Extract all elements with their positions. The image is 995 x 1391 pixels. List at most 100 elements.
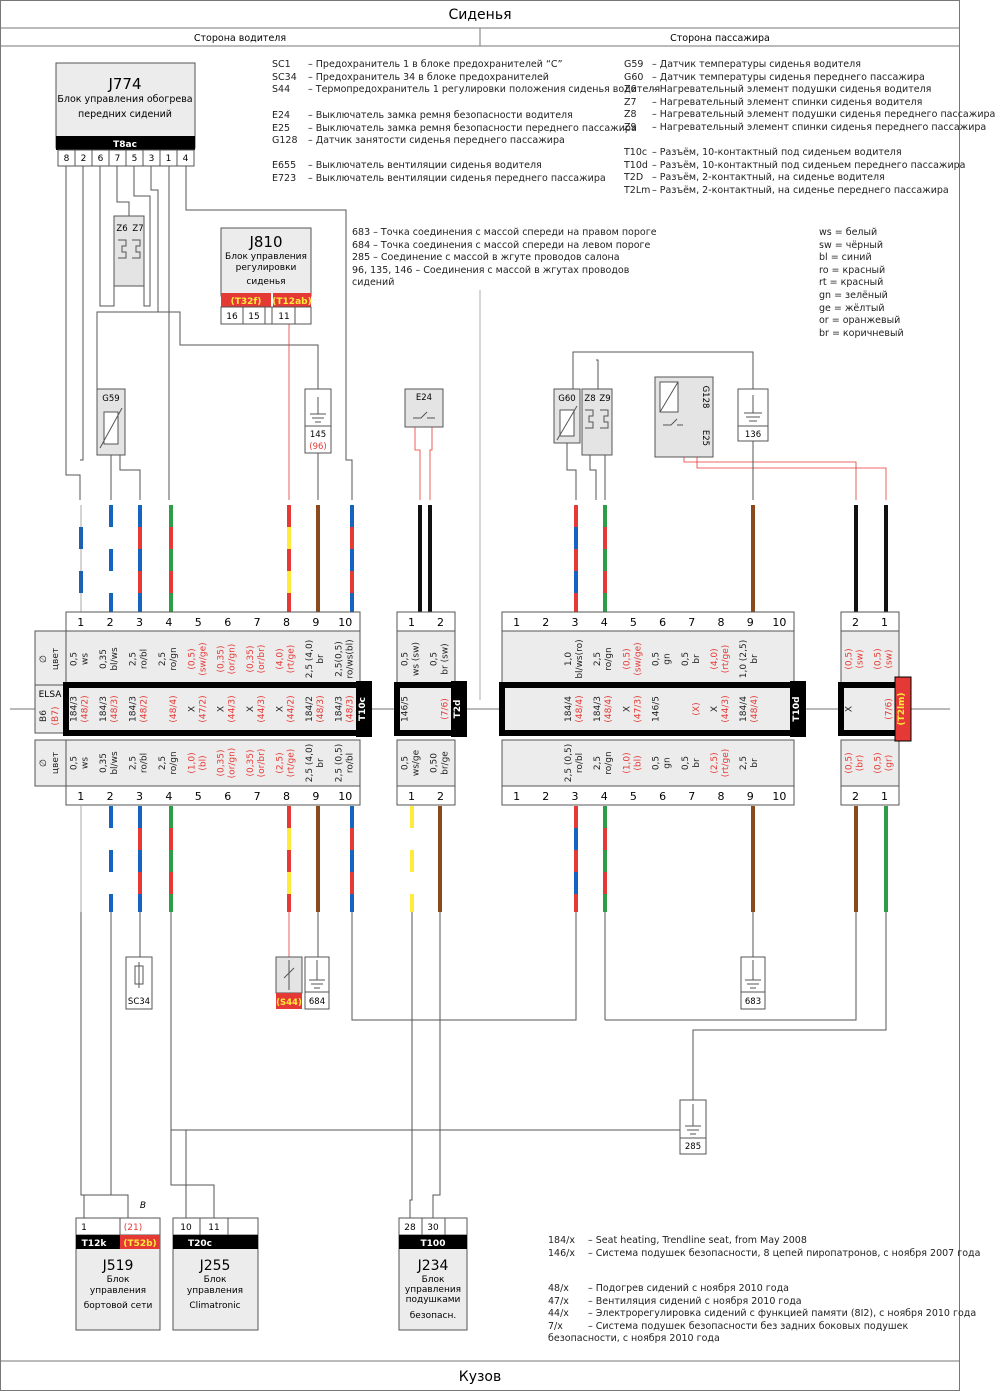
j774-pin-label: 4	[183, 154, 189, 164]
conn-top-cells	[65, 630, 361, 686]
wire-path	[414, 427, 421, 500]
wire-path	[80, 166, 84, 461]
conn-rot-text: 0,5	[681, 652, 691, 666]
wire-path	[692, 912, 887, 1100]
conn-rot-text: ro/gn	[604, 751, 614, 774]
conn-rot-text: 2,5	[593, 652, 603, 666]
conn-rot-text: 0,5	[401, 756, 411, 770]
conn-rot-text: 2,5(0,5)	[334, 641, 344, 677]
legend-versions-a: 184/x– Seat heating, Trendline seat, fro…	[548, 1235, 980, 1260]
conn-rot-text: 0,35	[99, 753, 109, 773]
conn-rot-text: 2,5	[739, 756, 749, 770]
legend-vent: E655– Выключатель вентиляции сиденья вод…	[272, 160, 606, 185]
conn-text: 3	[572, 790, 579, 803]
conn-rot-text: (44/3)	[257, 695, 267, 722]
j774-pin-label: 8	[64, 154, 70, 164]
j774-desc-2: передних сидений	[78, 109, 172, 120]
conn-text: 3	[572, 616, 579, 629]
svg-text:10: 10	[180, 1223, 192, 1233]
row-label-top	[34, 630, 67, 686]
conn-bottom-cells	[65, 739, 361, 787]
svg-text:подушками: подушками	[406, 1295, 461, 1305]
lg-ground-row: 285 – Соединение с массой в жгуте провод…	[352, 252, 620, 264]
title-bottom: Кузов	[459, 1369, 502, 1385]
wire-path	[409, 912, 413, 1218]
conn-rot-text: (2,5)	[276, 752, 286, 773]
conn-text: 9	[312, 616, 319, 629]
lg-connectors-row: T10d– Разъём, 10-контактный под сиденьем…	[624, 159, 966, 171]
lg-vb-row: 47/x– Вентиляция сидений с ноября 2010 г…	[548, 1295, 802, 1307]
conn-rot-text: ro/bl	[140, 753, 150, 773]
conn-rot-text: (1,0)	[622, 752, 632, 773]
conn-rot-text: T2d	[453, 700, 463, 719]
conn-rot-text: 146/5	[401, 696, 411, 722]
svg-text:G128: G128	[700, 386, 710, 409]
conn-bottom-cells	[840, 739, 900, 787]
conn-rot-text: (sw/ge)	[198, 642, 208, 675]
conn-rot-text: 2,5	[158, 652, 168, 666]
side-driver-label: Сторона водителя	[194, 33, 286, 44]
conn-text: 9	[747, 616, 754, 629]
conn-rot-text: 1,0	[564, 652, 574, 667]
conn-text: 1	[881, 790, 888, 803]
conn-rot-text: bl/ws	[110, 751, 120, 775]
lg-sensors-row: G60– Датчик температуры сиденья переднег…	[624, 71, 925, 83]
conn-rot-text: (4,0)	[276, 648, 286, 669]
svg-text:684: 684	[309, 997, 325, 1007]
conn-rot-text: ws (sw)	[412, 642, 422, 676]
conn-text: 7	[254, 616, 261, 629]
conn-rot-text: bl/ws	[110, 647, 120, 671]
conn-rot-text: (48/4)	[169, 695, 179, 722]
svg-text:11: 11	[278, 312, 289, 322]
conn-rot-text: ws	[81, 653, 91, 665]
conn-rot-text: bl/ws(ro)	[575, 639, 585, 678]
conn-rot-text: gn	[663, 653, 673, 664]
svg-text:B: B	[140, 1201, 146, 1211]
conn-text: 8	[718, 616, 725, 629]
conn-text: 9	[312, 790, 319, 803]
conn-pin-row	[65, 785, 361, 806]
conn-rot-text: ro/bl	[575, 753, 585, 773]
svg-text:Блок: Блок	[107, 1275, 130, 1285]
conn-text: 2	[852, 790, 859, 803]
svg-text:Блок: Блок	[204, 1275, 227, 1285]
conn-rot-text: T10d	[792, 696, 802, 721]
conn-rot-text: (X)	[692, 702, 702, 715]
conn-rot-text: T10c	[358, 697, 368, 721]
conn-text: 2	[542, 790, 549, 803]
svg-text:Z7: Z7	[132, 224, 143, 234]
conn-rot-text: br	[692, 758, 702, 768]
conn-label-box	[356, 681, 372, 737]
conn-text: 6	[224, 616, 231, 629]
conn-rot-text: (47/3)	[633, 695, 643, 722]
conn-rot-text: (44/2)	[287, 695, 297, 722]
svg-text:28: 28	[404, 1223, 416, 1233]
conn-rot-text: br	[316, 758, 326, 768]
svg-text:T12k: T12k	[82, 1239, 108, 1249]
conn-rot-text: (7/6)	[885, 698, 895, 720]
lg-fuses-row: SC1– Предохранитель 1 в блоке предохрани…	[272, 59, 563, 70]
wire-path	[83, 912, 112, 1218]
conn-rot-text: 184/3	[70, 696, 80, 722]
conn-rot-text: br	[750, 758, 760, 768]
conn-text: 10	[338, 616, 352, 629]
conn-rot-text: (or/gn)	[228, 644, 238, 675]
wire-path	[683, 457, 857, 500]
conn-pin-row	[501, 785, 795, 806]
conn-text: 2	[542, 616, 549, 629]
lg-colors-row: ws = белый	[819, 227, 878, 238]
svg-text:Блок управления: Блок управления	[225, 252, 307, 262]
j774-pin-label: 3	[149, 154, 155, 164]
conn-rot-text: (0,35)	[217, 645, 227, 672]
wire-path	[170, 912, 215, 1218]
conn-text: 5	[195, 616, 202, 629]
lg-colors-row: sw = чёрный	[819, 239, 884, 251]
j234-control-unit: 28 30 T100 J234 Блок управления подушкам…	[398, 1217, 468, 1331]
lg-va-row: 184/x– Seat heating, Trendline seat, fro…	[548, 1235, 807, 1246]
conn-rot-text: (47/2)	[198, 695, 208, 722]
lg-vb-row: 44/x– Электрорегулировка сидений с функц…	[548, 1308, 977, 1320]
conn-rot-text: 0,5	[70, 652, 80, 666]
conn-text: 10	[772, 616, 786, 629]
conn-rot-text: (or/br)	[257, 645, 267, 674]
conn-text: 2	[437, 790, 444, 803]
